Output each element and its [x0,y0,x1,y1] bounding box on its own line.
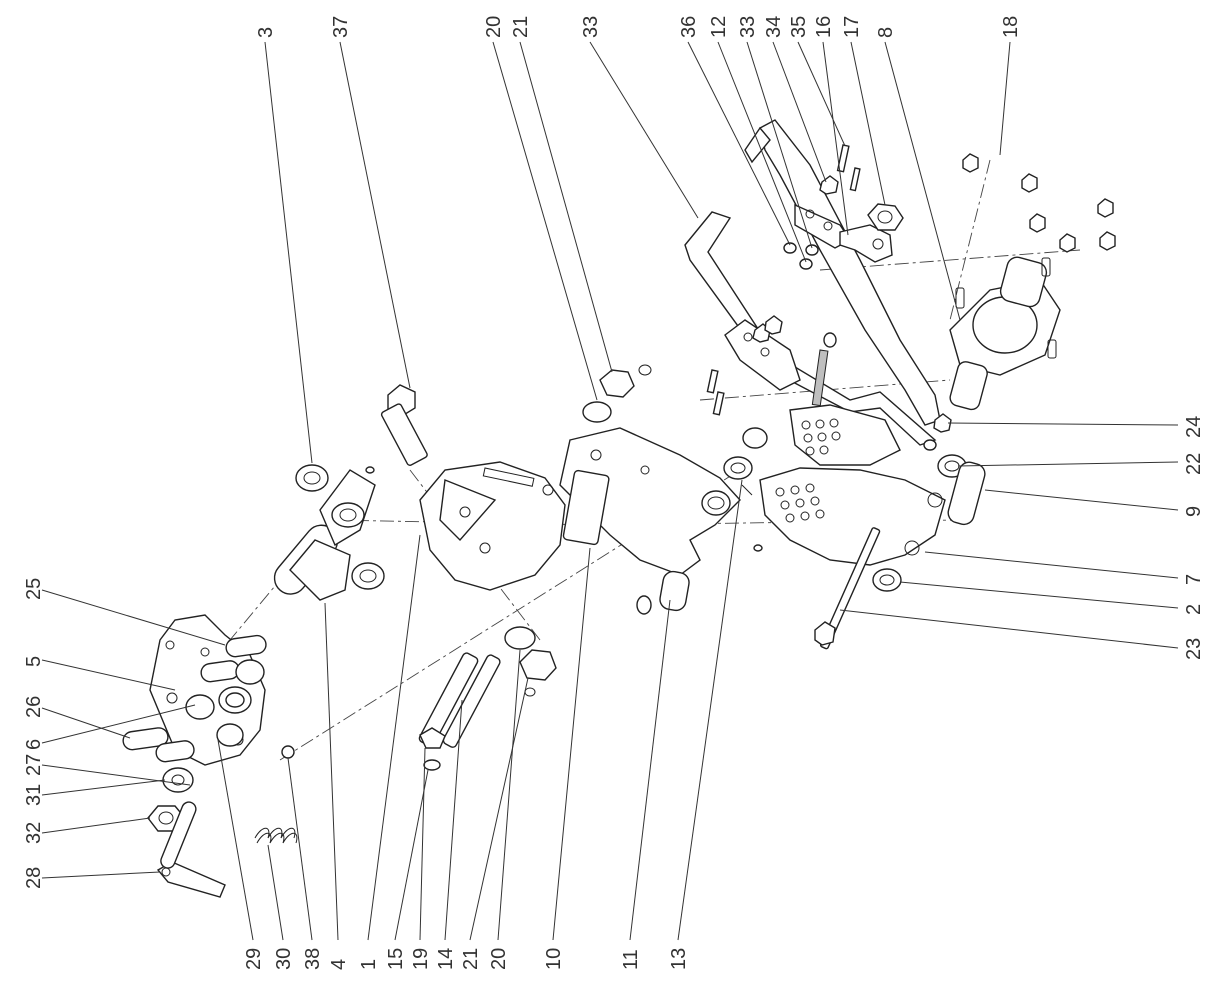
callout-label: 2 [1183,604,1205,615]
callouts-top: 3 37 20 21 33 36 12 33 34 35 16 17 8 18 [255,16,1022,38]
callout-label: 23 [1183,638,1205,660]
callout-label: 26 [23,696,45,718]
part-10-arm-plate [559,427,741,576]
callout-label: 3 [255,27,277,38]
part-31-washer [162,767,194,793]
part-34-nut [752,175,839,343]
callouts-bottom: 29 30 38 4 1 15 19 14 21 20 10 11 13 [243,948,690,970]
callout-label: 14 [435,948,457,970]
part-33-main-arm [684,119,941,466]
callout-label: 12 [708,16,730,38]
callout-label: 38 [302,948,324,970]
misc-small-hardware [365,332,837,615]
part-8-wheel-hub [949,256,1061,411]
callout-label: 6 [23,739,45,750]
callouts-left: 25 5 26 6 27 31 32 28 [23,578,45,889]
part-13-clip [723,456,753,496]
part-20-washer [504,401,612,650]
part-9-tube [947,461,986,526]
callout-label: 30 [273,948,295,970]
callout-label: 28 [23,867,45,889]
leader-lines [41,41,1179,941]
part-16-bracket [839,224,893,263]
part-30-spring [254,827,298,844]
callout-label: 17 [841,16,863,38]
callout-label: 22 [1183,453,1205,475]
part-18-wheel-nuts [962,153,1116,253]
part-37-bolt [380,384,428,466]
part-3-bushing [295,464,385,590]
callout-label: 19 [410,948,432,970]
callout-label: 25 [23,578,45,600]
part-21-nut [519,364,652,697]
part-17-nut [867,203,904,231]
part-26-spacer-tube [122,727,195,763]
callout-label: 15 [385,948,407,970]
part-38-ball [281,745,295,759]
part-12-bracket [724,203,852,391]
callout-label: 5 [23,656,45,667]
part-4-swivel-shaft [273,469,376,601]
callout-label: 20 [488,948,510,970]
part-35-screw [706,144,861,416]
callout-label: 35 [788,16,810,38]
part-1-swivel-plate [419,461,566,591]
part-24-nut [933,413,952,433]
callout-label: 37 [330,16,352,38]
callout-label: 8 [875,27,897,38]
callout-label: 13 [668,948,690,970]
callout-label: 21 [510,16,532,38]
callout-label: 7 [1183,574,1205,585]
part-36-washer [783,242,819,270]
callout-label: 29 [243,948,265,970]
callout-label: 20 [483,16,505,38]
part-15-clip [423,759,441,771]
callout-label: 11 [620,949,642,970]
callout-label: 21 [460,948,482,970]
callout-label: 10 [543,948,565,970]
callouts-right: 24 22 9 7 2 23 [1183,416,1205,660]
callout-label: 9 [1183,506,1205,517]
part-23-long-bolt [814,527,881,650]
callout-label: 33 [580,16,602,38]
part-2-washer [872,568,902,592]
callout-label: 16 [813,16,835,38]
callout-label: 34 [763,16,785,38]
callout-label: 36 [678,16,700,38]
callout-label: 24 [1183,416,1205,438]
callout-label: 27 [23,754,45,776]
callout-label: 31 [23,784,45,806]
part-7-foot-plate [759,467,946,566]
callout-label: 18 [1000,16,1022,38]
part-25-spacer-tube [200,634,267,683]
callout-label: 1 [358,959,380,970]
part-14-pin-rod [418,652,501,748]
callout-label: 32 [23,822,45,844]
part-28-lever-handle [156,801,226,898]
part-11-bushing [659,490,731,612]
part-19-pin-head [419,727,446,749]
callout-label: 4 [328,959,350,970]
callout-label: 33 [737,16,759,38]
part-6-bearing-bushing [185,659,265,747]
